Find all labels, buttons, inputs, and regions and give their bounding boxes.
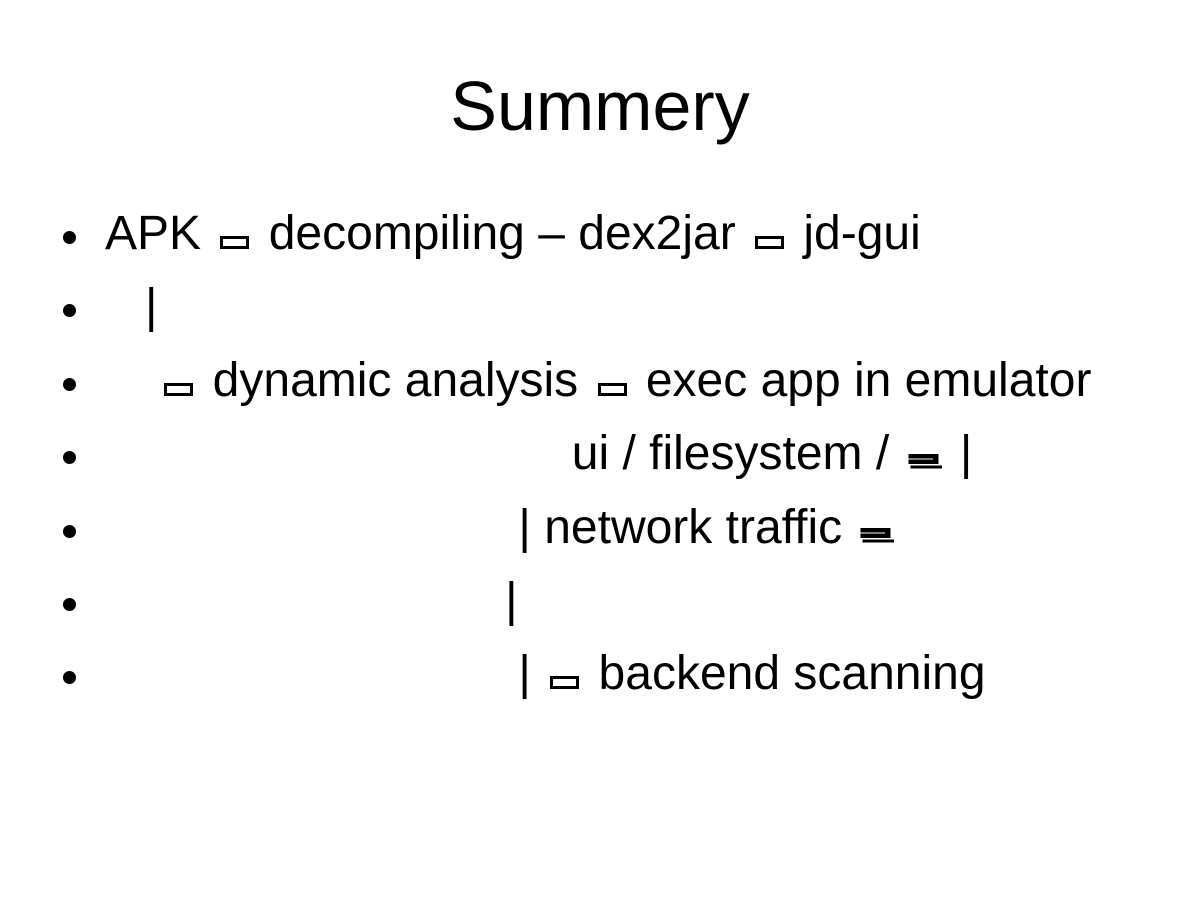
text-segment: |	[946, 427, 973, 481]
text-segment: ui / filesystem /	[105, 427, 903, 481]
bullet-line: ui / filesystem / |	[0, 417, 1200, 490]
text-segment: |	[105, 647, 545, 701]
bullet-line: | network traffic	[0, 491, 1200, 564]
text-segment: |	[105, 573, 518, 627]
missing-glyph-box-icon	[597, 382, 627, 396]
bullet-list: APK decompiling – dex2jar jd-gui | dynam…	[0, 197, 1200, 711]
bullet-dot-icon	[63, 597, 76, 611]
missing-glyph-box-icon	[164, 382, 194, 396]
missing-glyph-box-icon	[220, 236, 250, 249]
text-segment: dynamic analysis	[199, 353, 592, 407]
missing-glyph-box-icon	[550, 676, 580, 690]
bullet-dot-icon	[63, 451, 76, 465]
bullet-dot-icon	[63, 377, 76, 391]
text-segment: APK	[105, 207, 215, 260]
missing-glyph-box-icon	[755, 236, 785, 249]
bullet-dot-icon	[63, 231, 76, 244]
text-segment: exec app in emulator	[632, 353, 1092, 407]
missing-glyph-flat-icon	[860, 527, 895, 543]
text-segment: | network traffic	[105, 500, 856, 554]
text-segment: backend scanning	[585, 647, 986, 701]
bullet-line: dynamic analysis exec app in emulator	[0, 344, 1200, 417]
bullet-line: |	[0, 270, 1200, 343]
text-segment: |	[105, 280, 158, 334]
text-segment: decompiling – dex2jar	[255, 207, 750, 260]
bullet-line: |	[0, 564, 1200, 637]
missing-glyph-flat-icon	[908, 454, 942, 469]
slide-title: Summery	[450, 67, 750, 145]
bullet-dot-icon	[63, 524, 76, 538]
bullet-dot-icon	[63, 671, 76, 685]
bullet-line: | backend scanning	[0, 637, 1200, 710]
text-segment: jd-gui	[790, 207, 921, 260]
bullet-dot-icon	[63, 304, 76, 318]
text-segment	[105, 354, 158, 407]
bullet-line: APK decompiling – dex2jar jd-gui	[0, 197, 1200, 270]
